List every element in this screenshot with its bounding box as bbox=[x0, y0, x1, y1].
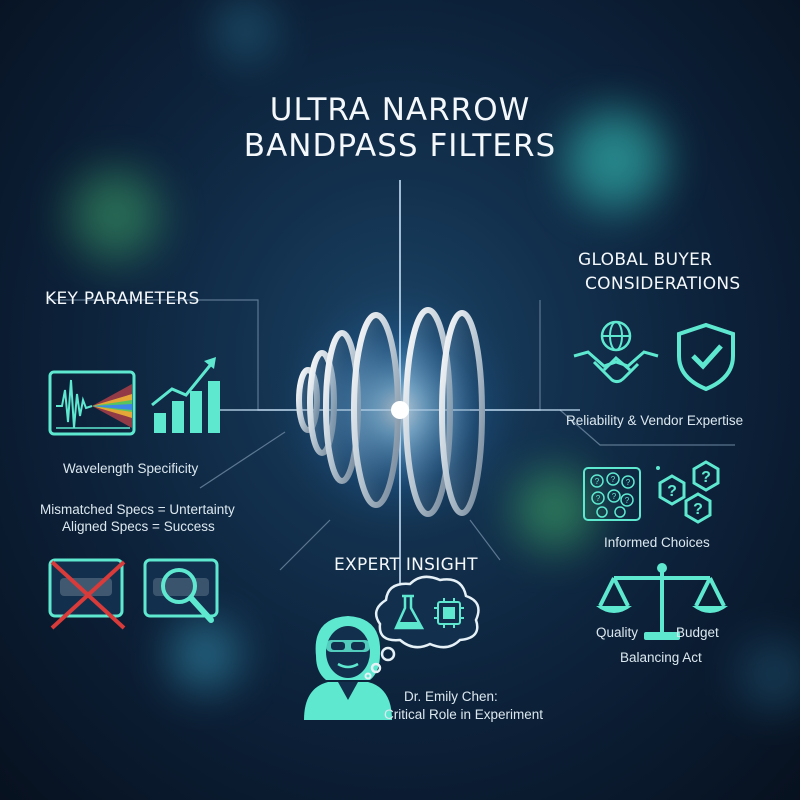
svg-text:?: ? bbox=[596, 494, 601, 503]
svg-text:?: ? bbox=[667, 483, 677, 500]
magnifier-screen-icon bbox=[143, 558, 219, 623]
quality-label: Quality bbox=[596, 625, 639, 640]
svg-text:?: ? bbox=[612, 492, 617, 501]
wavelength-label: Wavelength Specificity bbox=[63, 461, 199, 476]
thought-bubble-icon bbox=[364, 575, 480, 680]
svg-text:?: ? bbox=[625, 496, 630, 505]
title-line-1: ULTRA NARROW bbox=[269, 92, 531, 128]
handshake-globe-icon bbox=[573, 320, 659, 384]
aligned-label: Aligned Specs = Success bbox=[62, 519, 215, 534]
bokeh-light bbox=[215, 0, 275, 60]
bar-chart-growth-icon bbox=[151, 357, 220, 433]
scientist-avatar-icon bbox=[304, 616, 392, 720]
bokeh-light bbox=[515, 470, 595, 550]
bokeh-light bbox=[740, 640, 800, 710]
svg-text:?: ? bbox=[611, 475, 616, 484]
global-buyer-heading-line-1: GLOBAL BUYER bbox=[578, 250, 713, 270]
question-circuit-board-icon: ??? ??? bbox=[583, 467, 641, 521]
expert-role: Critical Role in Experiment bbox=[384, 707, 544, 722]
question-hexagons-icon: ??? bbox=[656, 460, 720, 524]
reliability-label: Reliability & Vendor Expertise bbox=[566, 413, 744, 428]
title-line-2: BANDPASS FILTERS bbox=[243, 128, 557, 164]
expert-name: Dr. Emily Chen: bbox=[404, 689, 498, 704]
svg-text:?: ? bbox=[701, 469, 711, 486]
bokeh-light bbox=[70, 170, 160, 260]
svg-text:?: ? bbox=[595, 477, 600, 486]
spectrum-monitor-icon bbox=[48, 370, 136, 436]
balance-scale-icon bbox=[596, 563, 728, 640]
svg-text:?: ? bbox=[693, 501, 703, 518]
bokeh-light bbox=[170, 620, 240, 690]
bokeh-light bbox=[565, 110, 665, 210]
balancing-act-label: Balancing Act bbox=[620, 650, 702, 665]
informed-choices-label: Informed Choices bbox=[604, 535, 710, 550]
svg-text:?: ? bbox=[626, 478, 631, 487]
mismatched-label: Mismatched Specs = Untertainty bbox=[40, 502, 235, 517]
budget-label: Budget bbox=[676, 625, 719, 640]
global-buyer-heading-line-2: CONSIDERATIONS bbox=[585, 274, 741, 294]
shield-check-icon bbox=[677, 322, 735, 392]
key-parameters-heading: KEY PARAMETERS bbox=[45, 289, 200, 309]
crossed-out-screen-icon bbox=[48, 558, 126, 630]
expert-insight-heading: EXPERT INSIGHT bbox=[334, 555, 478, 575]
